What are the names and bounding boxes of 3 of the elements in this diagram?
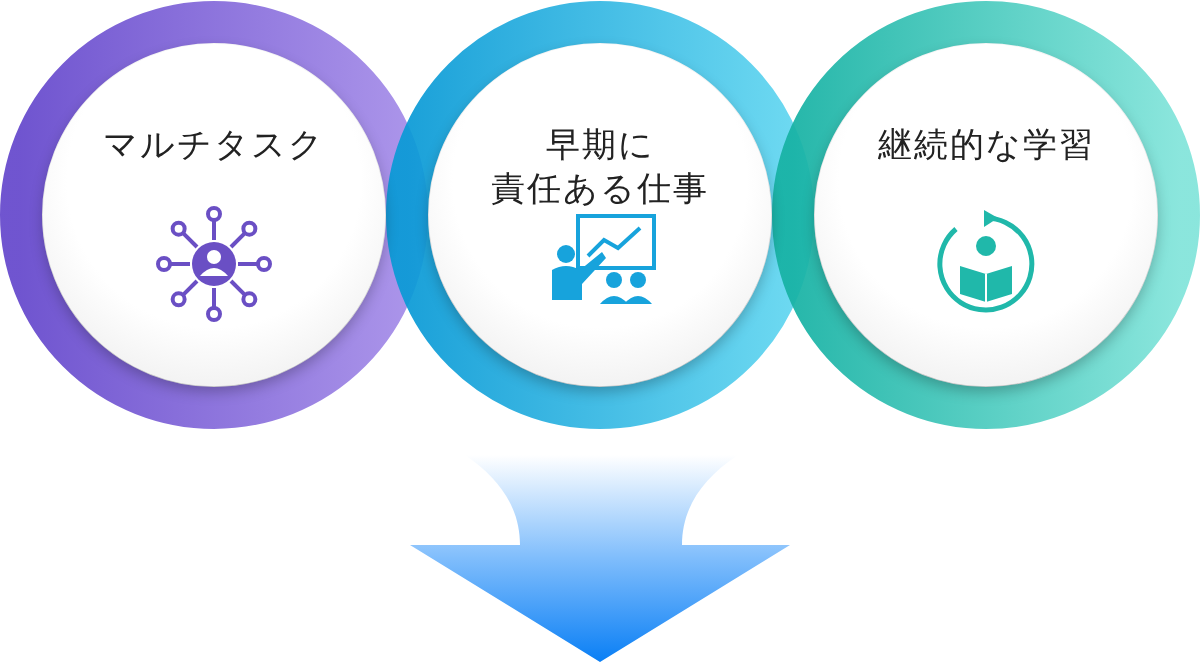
node-title: 継続的な学習 [876,123,1096,166]
node-title: マルチタスク [102,123,326,166]
node-title: 早期に責任ある仕事 [490,123,710,210]
